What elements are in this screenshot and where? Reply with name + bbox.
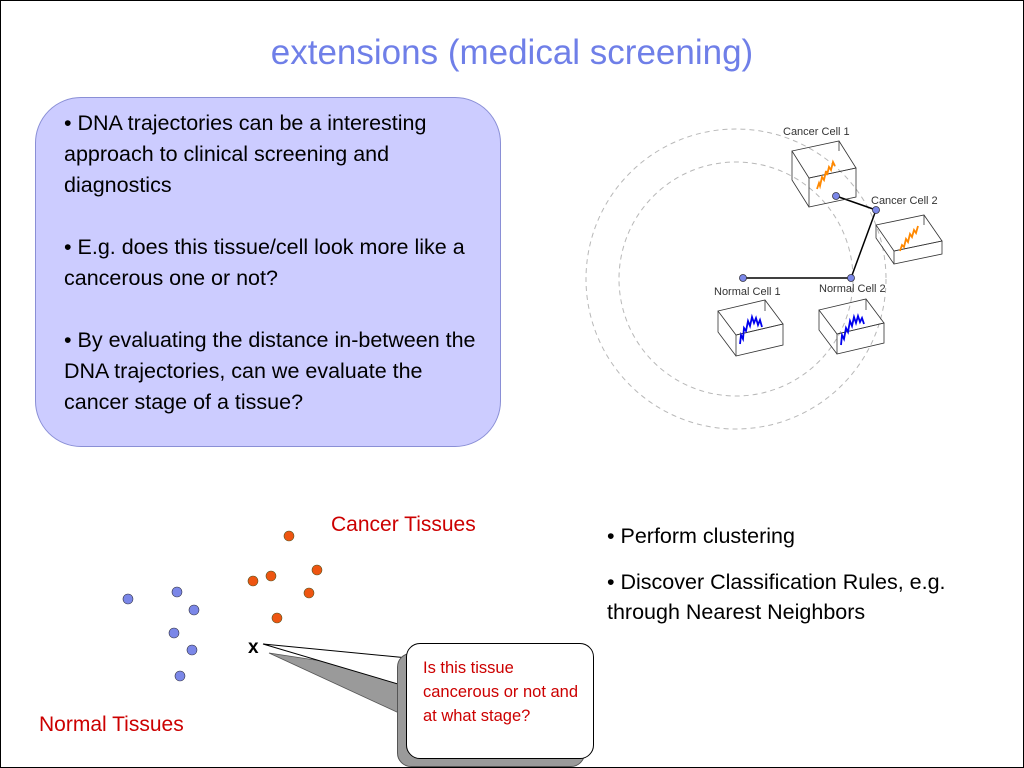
right-bullets: • Perform clustering • Discover Classifi… bbox=[607, 521, 1007, 643]
normal-point bbox=[122, 593, 134, 605]
normal-point bbox=[188, 604, 200, 616]
cancer-cell-2-trajectory bbox=[899, 225, 919, 252]
normal-cell-2-cube bbox=[818, 298, 885, 355]
normal-cell-1-trajectory bbox=[739, 313, 763, 345]
cancer-cell-2-cube bbox=[875, 214, 943, 265]
cancer-cell-1-cube bbox=[791, 140, 857, 208]
unknown-tissue-marker: x bbox=[248, 637, 259, 658]
cancer-point bbox=[311, 564, 323, 576]
bullet-perform-clustering: • Perform clustering bbox=[607, 524, 795, 548]
normal-point bbox=[174, 670, 186, 682]
callout-text: Is this tissue cancerous or not and at w… bbox=[423, 659, 579, 725]
bullet-box: • DNA trajectories can be a interesting … bbox=[35, 97, 501, 447]
normal-point bbox=[186, 644, 198, 656]
cancer-cell-1-trajectory bbox=[816, 159, 836, 190]
cancer-point bbox=[265, 570, 277, 582]
node-dot bbox=[847, 274, 855, 282]
normal-cell-2-trajectory bbox=[840, 312, 865, 346]
normal-point bbox=[168, 627, 180, 639]
cancer-cell-1-label: Cancer Cell 1 bbox=[783, 126, 850, 138]
node-dot bbox=[872, 206, 880, 214]
normal-cell-2-label: Normal Cell 2 bbox=[819, 283, 886, 295]
bullet-dna-trajectories: • DNA trajectories can be a interesting … bbox=[64, 111, 427, 197]
normal-cell-1-label: Normal Cell 1 bbox=[714, 286, 781, 298]
cancer-point bbox=[247, 575, 259, 587]
bullet-distance-evaluation: • By evaluating the distance in-between … bbox=[64, 328, 476, 414]
cancer-point bbox=[271, 612, 283, 624]
normal-point bbox=[171, 586, 183, 598]
outer-dashed-circle bbox=[585, 128, 887, 430]
normal-cell-1-cube bbox=[717, 299, 784, 357]
bullet-cancerous-question: • E.g. does this tissue/cell look more l… bbox=[64, 235, 465, 290]
inner-dashed-circle bbox=[618, 161, 854, 397]
normal-tissues-label: Normal Tissues bbox=[39, 713, 184, 736]
cancer-point bbox=[283, 530, 295, 542]
cancer-point bbox=[303, 587, 315, 599]
node-dot bbox=[739, 274, 747, 282]
slide-title: extensions (medical screening) bbox=[270, 33, 754, 72]
node-dot bbox=[832, 192, 840, 200]
callout-box: Is this tissue cancerous or not and at w… bbox=[406, 643, 594, 759]
link-cancer-cells bbox=[835, 195, 877, 211]
cancer-cell-2-label: Cancer Cell 2 bbox=[871, 195, 938, 207]
bullet-classification-rules: • Discover Classification Rules, e.g. th… bbox=[607, 570, 946, 624]
cancer-tissues-label: Cancer Tissues bbox=[331, 513, 476, 536]
link-cancer2-normal2 bbox=[850, 209, 877, 279]
